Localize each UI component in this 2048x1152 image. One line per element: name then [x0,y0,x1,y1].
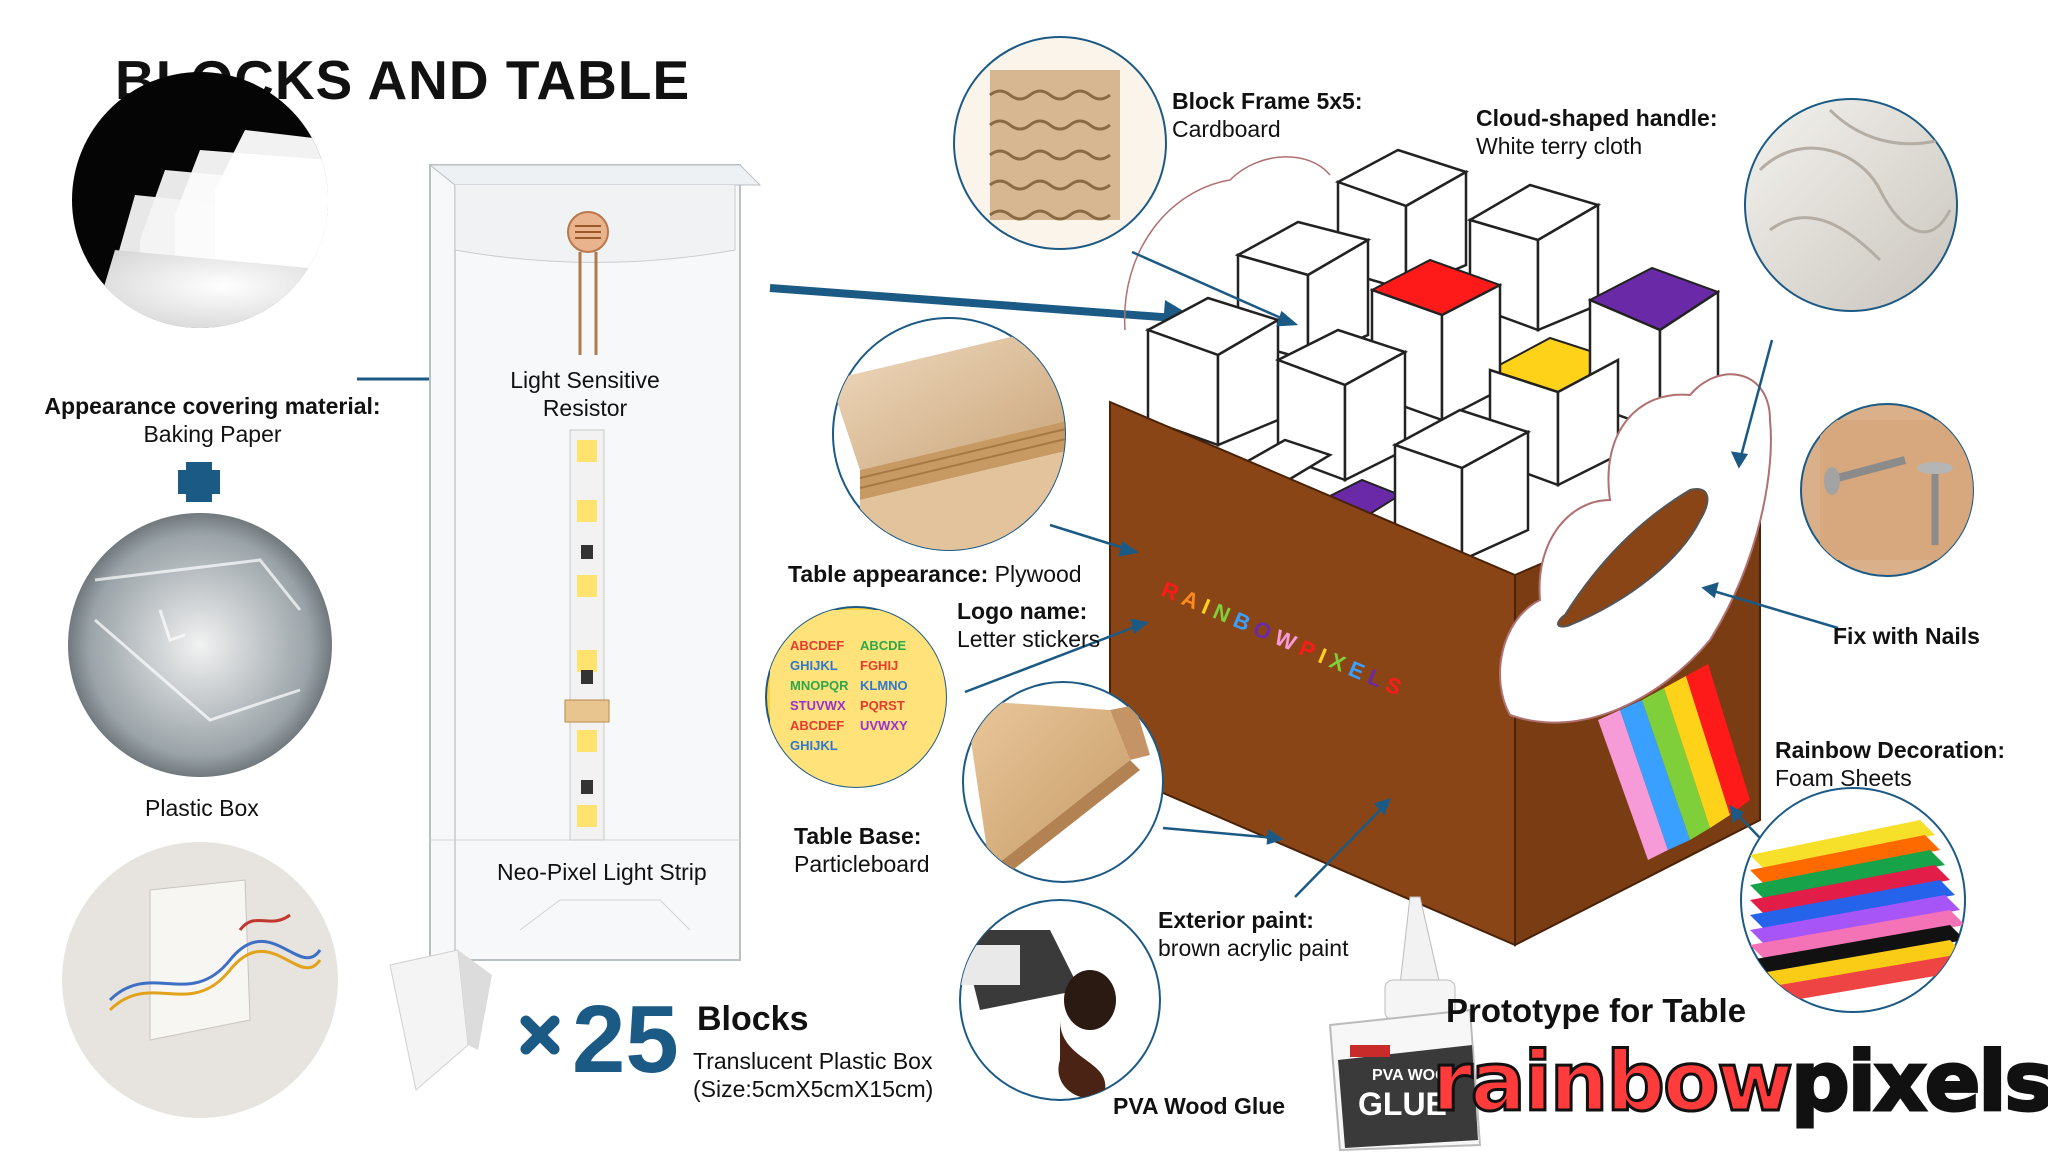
blocks-description: Translucent Plastic Box (Size:5cmX5cmX15… [693,1048,934,1102]
light-sensor-icon [567,211,609,355]
svg-text:ABCDEF: ABCDEF [790,718,844,733]
block-count: 25 [572,986,679,1093]
multiply-icon [520,1015,560,1055]
foam-sheets-photo [1740,787,1966,1013]
svg-text:ABCDE: ABCDE [860,638,907,653]
glue-label-main: GLUE [1358,1086,1447,1122]
logo-part-pixels: pixels [1790,1034,2048,1132]
svg-text:STUVWX: STUVWX [790,698,846,713]
cardboard-photo [953,36,1167,250]
plastic-box-label: Plastic Box [145,795,259,821]
led-strip [564,429,610,841]
rainbowpixels-logo: rainbowpixels [1430,1034,2048,1132]
wiring-photo [62,842,338,1118]
prototype-title: Prototype for Table [1446,992,1747,1029]
appearance-covering-heading: Appearance covering material: [44,393,381,419]
table-illustration: RAINBOWPIXELS [1109,148,1772,947]
svg-text:KLMNO: KLMNO [860,678,908,693]
appearance-covering-label: Appearance covering material: Baking Pap… [40,392,385,448]
letter-stickers-photo: ABCDEF GHIJKL MNOPQR STUVWX ABCDEF GHIJK… [765,606,947,788]
glue-bottle-icon: PVA WOOD GLUE [1328,896,1482,1152]
particleboard-photo [962,681,1164,883]
blocks-title: Blocks [697,1000,809,1038]
appearance-covering-value: Baking Paper [143,421,282,447]
baking-paper-photo [72,72,328,328]
svg-text:GHIJKL: GHIJKL [790,738,838,753]
fix-nails-label: Fix with Nails [1833,623,1980,649]
plywood-photo [832,317,1066,551]
block-frame-label: Block Frame 5x5: Cardboard [1172,88,1363,142]
small-block-icon [389,949,492,1091]
cloud-handle-label: Cloud-shaped handle: White terry cloth [1476,105,1718,159]
table-base-label: Table Base: Particleboard [794,823,930,877]
terry-cloth-photo [1744,98,1958,312]
exterior-paint-label: Exterior paint: brown acrylic paint [1158,907,1349,961]
rainbow-decoration-label: Rainbow Decoration: Foam Sheets [1775,737,2006,791]
brown-paint-photo [959,899,1161,1101]
svg-text:UVWXY: UVWXY [860,718,908,733]
svg-text:MNOPQR: MNOPQR [790,678,849,693]
leader-arrows [964,250,1839,898]
svg-text:GHIJKL: GHIJKL [790,658,838,673]
neo-pixel-label: Neo-Pixel Light Strip [497,859,707,885]
plus-icon [178,462,220,502]
glue-label-top: PVA WOOD [1372,1067,1459,1084]
nails-photo [1800,403,1974,577]
plastic-box-photo [68,513,332,777]
svg-text:FGHIJ: FGHIJ [860,658,898,673]
logo-part-rainbow: rainbow [1430,1034,1794,1132]
table-appearance-label: Table appearance: Plywood [788,561,1082,587]
rainbow-stripes [1598,664,1750,860]
svg-text:PQRST: PQRST [860,698,905,713]
light-resistor-label: Light Sensitive Resistor [510,367,660,421]
pva-glue-label: PVA Wood Glue [1113,1093,1286,1119]
logo-name-label: Logo name: Letter stickers [957,598,1101,652]
svg-text:ABCDEF: ABCDEF [790,638,844,653]
